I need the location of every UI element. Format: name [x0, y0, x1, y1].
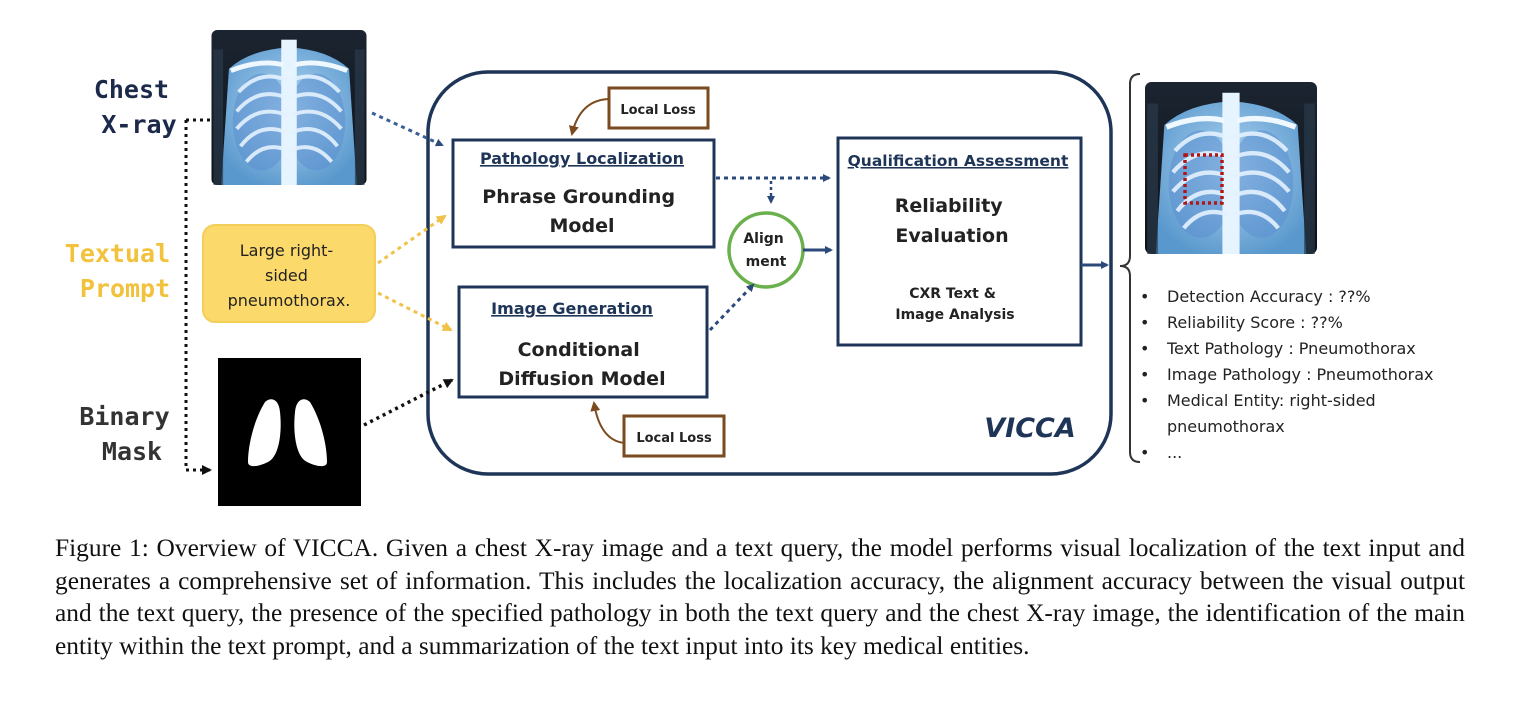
localization-bbox [1183, 153, 1224, 205]
binary-mask-image [218, 358, 361, 506]
conditional-diffusion-model-text: Conditional Diffusion Model [498, 339, 665, 390]
output-item-ellipsis: ... [1140, 440, 1500, 466]
svg-text:Local Loss: Local Loss [620, 103, 696, 118]
output-item-medical-entity: Medical Entity: right-sided pneumothorax [1140, 388, 1417, 440]
xray-to-localization-arrow [371, 111, 444, 147]
local-loss-bottom-arrow [590, 401, 625, 444]
mask-to-generation-arrow [363, 378, 454, 427]
chest-xray-label: Chest X-ray [94, 75, 184, 139]
output-item-text-pathology: Text Pathology : Pneumothorax [1140, 336, 1500, 362]
chest-xray-input-image [212, 30, 367, 185]
textual-prompt-label: Textual Prompt [65, 239, 185, 303]
output-bracket [1119, 73, 1141, 463]
svg-text:Local Loss: Local Loss [636, 431, 712, 446]
output-item-image-pathology: Image Pathology : Pneumothorax [1140, 362, 1500, 388]
local-loss-top: Local Loss [607, 86, 710, 130]
binary-mask-label: Binary Mask [79, 402, 184, 466]
output-item-detection-accuracy: Detection Accuracy : ??% [1140, 284, 1500, 310]
alignment-node: Align ment [727, 211, 805, 289]
prompt-to-localization-arrow [377, 214, 447, 265]
image-generation-box: Image Generation Conditional Diffusion M… [457, 285, 709, 399]
local-loss-top-arrow [568, 98, 610, 136]
phrase-grounding-model-text: Phrase Grounding Model [482, 186, 681, 237]
pathology-localization-heading: Pathology Localization [480, 149, 684, 168]
prompt-box: Large right- sided pneumothorax. [202, 224, 376, 323]
reliability-evaluation-text: Reliability Evaluation [895, 195, 1010, 247]
cxr-analysis-text: CXR Text & Image Analysis [895, 286, 1014, 323]
local-loss-bottom: Local Loss [622, 414, 726, 458]
vicca-diagram: Chest X-ray Textual Prompt Binary Mask L… [65, 0, 1517, 506]
vicca-title: VICCA [984, 413, 1075, 444]
generation-to-alignment-arrow [708, 283, 755, 332]
qualification-assessment-heading: Qualification Assessment [848, 152, 1069, 170]
prompt-text: Large right- sided pneumothorax. [228, 241, 351, 310]
xray-to-mask-connector [184, 118, 210, 470]
output-item-reliability-score: Reliability Score : ??% [1140, 310, 1500, 336]
image-generation-heading: Image Generation [491, 299, 653, 318]
output-xray-image [1145, 82, 1317, 254]
pathology-localization-box: Pathology Localization Phrase Grounding … [451, 138, 716, 249]
prompt-to-generation-arrow [377, 291, 453, 332]
alignment-text: Align ment [743, 231, 788, 270]
figure-caption: Figure 1: Overview of VICCA. Given a che… [55, 534, 1465, 660]
qualification-assessment-box: Qualification Assessment Reliability Eva… [836, 136, 1083, 347]
output-metrics-list: Detection Accuracy : ??% Reliability Sco… [1140, 284, 1500, 466]
